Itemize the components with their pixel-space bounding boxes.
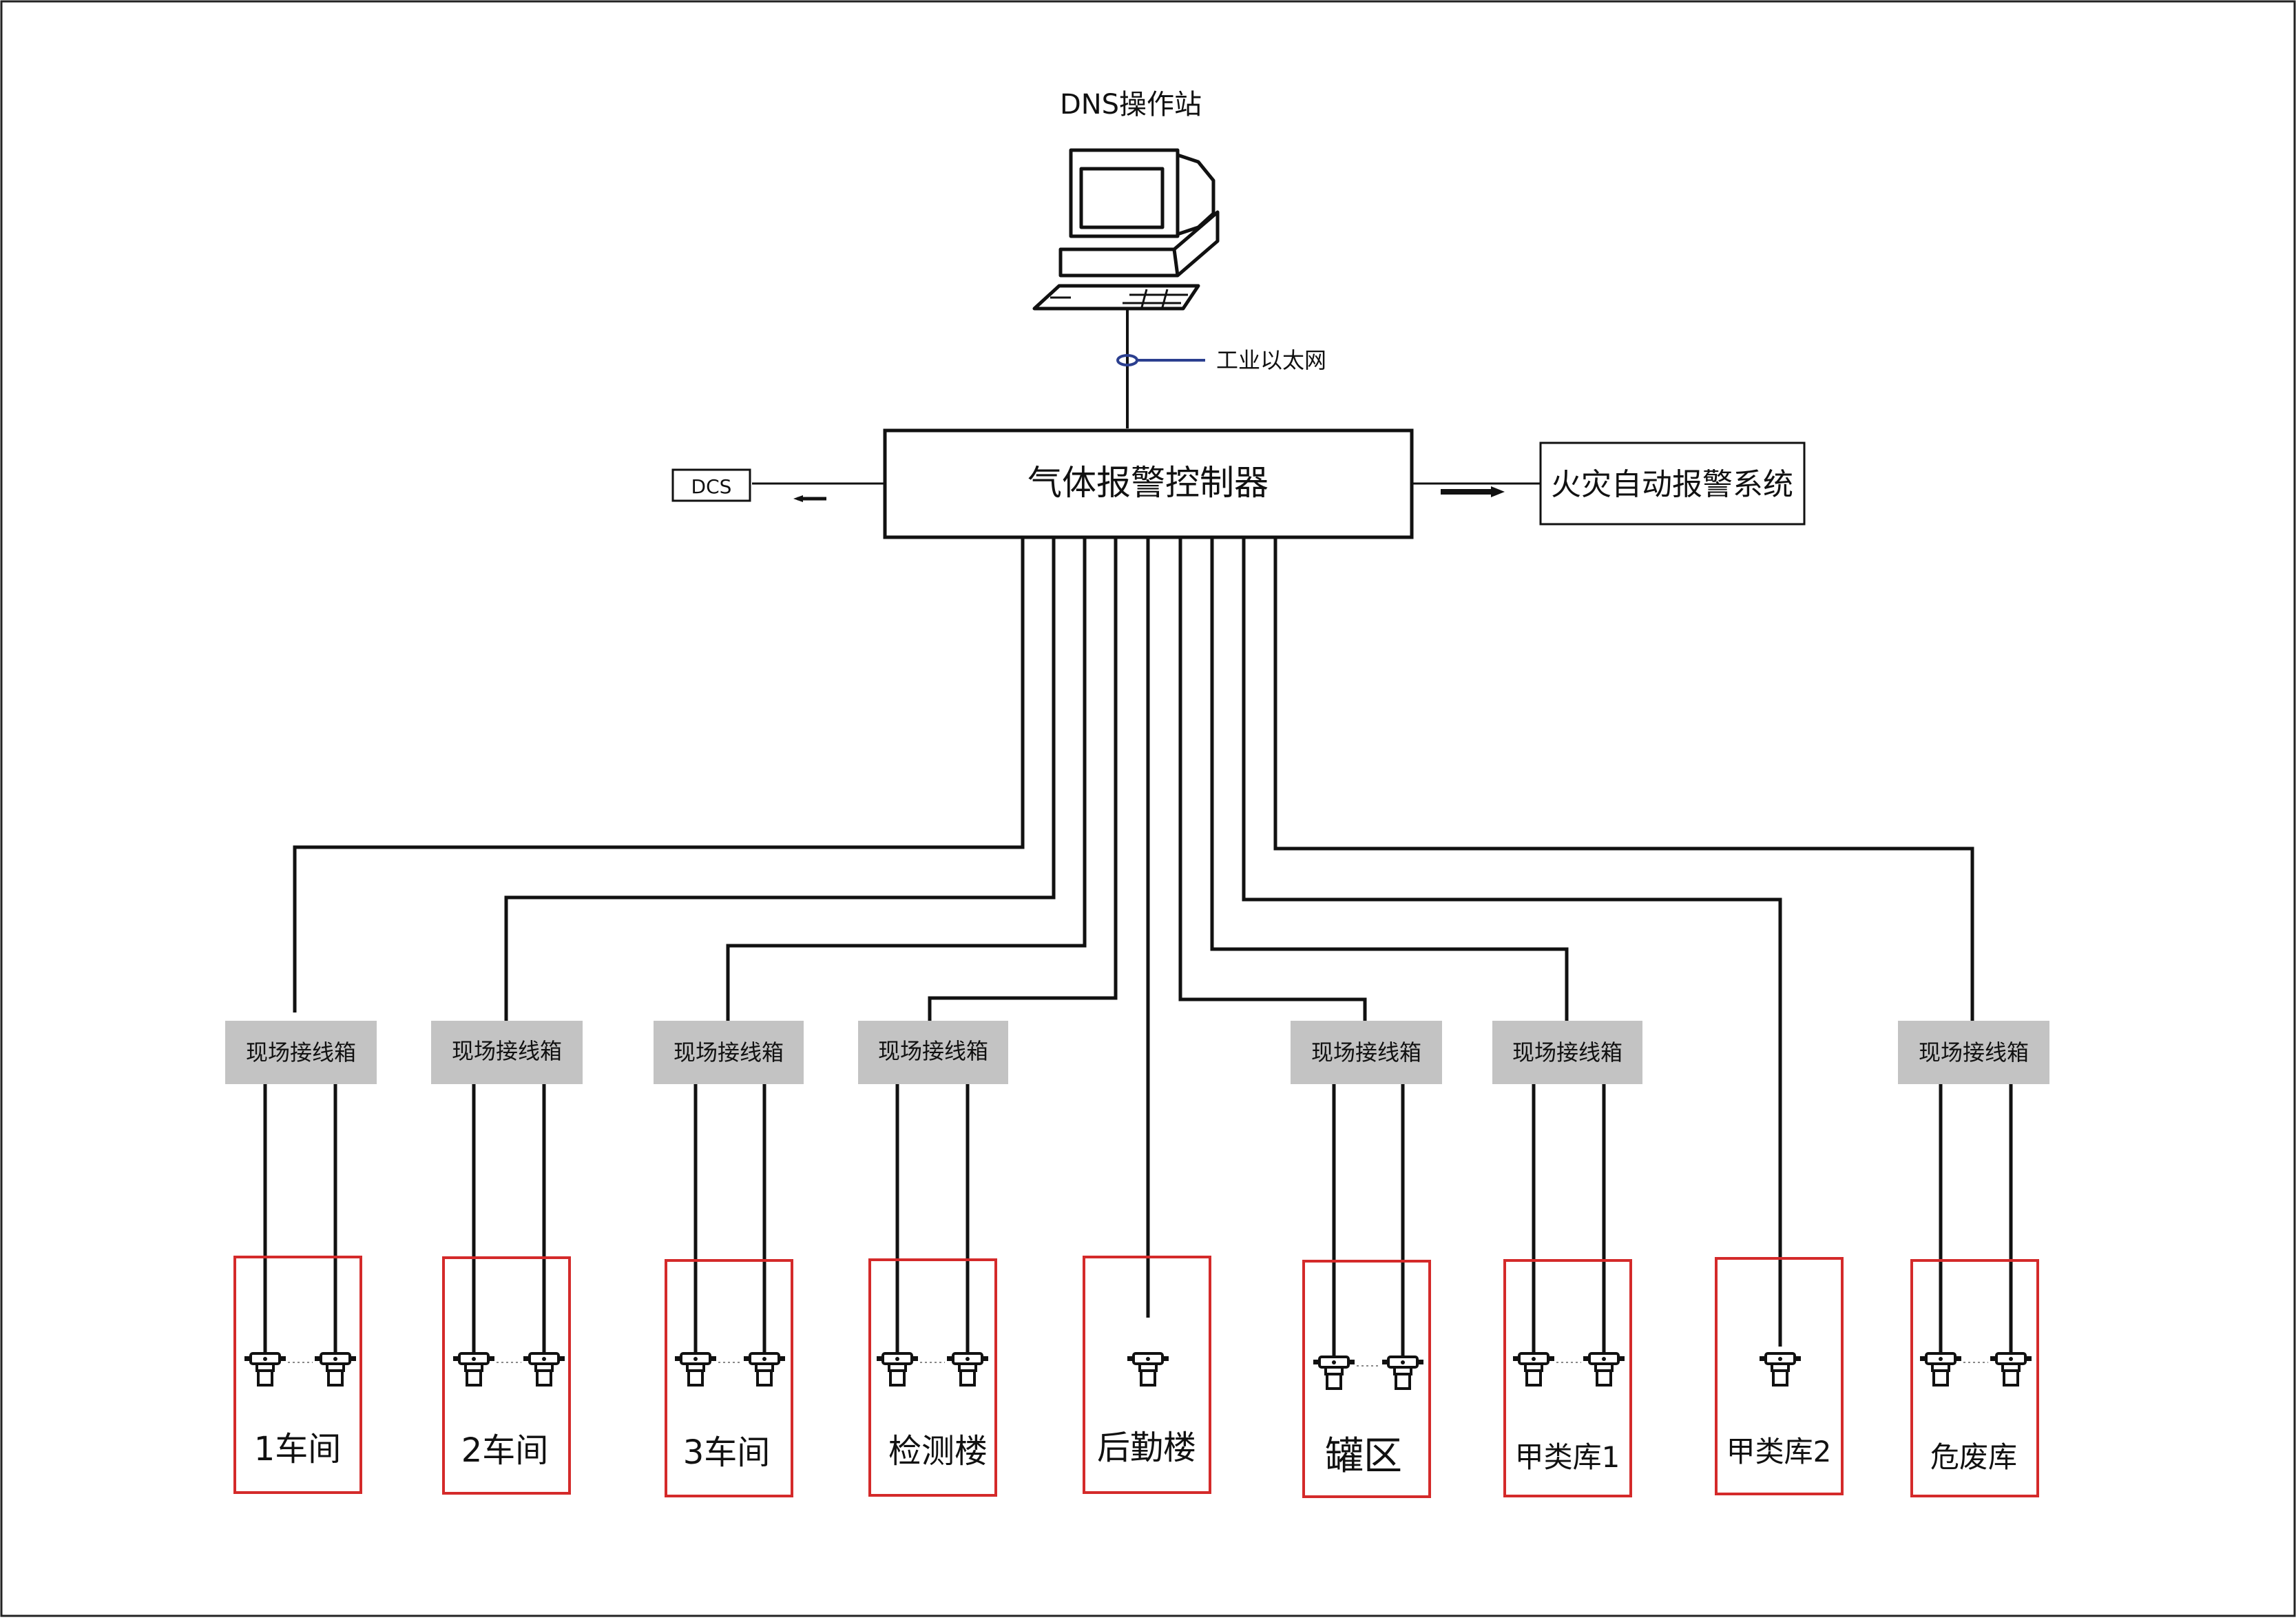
- trunk-line-6: [1178, 537, 1367, 1021]
- computer-workstation-icon: [1032, 148, 1220, 311]
- detector-group: [1758, 1352, 1802, 1387]
- area-box: [233, 1256, 362, 1494]
- dcs-arrowhead-icon: [793, 495, 803, 502]
- area-label: 甲类库1: [1515, 1440, 1620, 1474]
- detector-group: [243, 1352, 357, 1387]
- fire-system-label: 火灾自动报警系统: [1551, 467, 1793, 502]
- area-box: [665, 1259, 793, 1497]
- fire-system-box: [1539, 442, 1806, 526]
- svg-text:现场接线箱: 现场接线箱: [1919, 1039, 2029, 1066]
- gas-detector-icon: [1512, 1352, 1556, 1387]
- detector-group: [1126, 1352, 1170, 1387]
- junction-box: 现场接线箱: [431, 1021, 583, 1084]
- area-box: [1083, 1256, 1211, 1494]
- controller-box: [883, 428, 1414, 539]
- area-box: [1503, 1259, 1632, 1497]
- gas-detector-icon: [1989, 1352, 2033, 1387]
- svg-text:现场接线箱: 现场接线箱: [1512, 1039, 1622, 1066]
- trunk-lines: [293, 537, 1974, 1347]
- area-box: [1910, 1259, 2039, 1497]
- detector-group: [875, 1352, 990, 1387]
- area-label: 1车间: [254, 1430, 342, 1468]
- gas-detector-icon: [522, 1352, 566, 1387]
- controller-label: 气体报警控制器: [1027, 463, 1269, 503]
- gas-detector-icon: [1126, 1352, 1170, 1387]
- dcs-label: DCS: [691, 475, 732, 498]
- trunk-line-2: [504, 537, 1056, 1021]
- area-box: [1302, 1260, 1431, 1498]
- svg-text:现场接线箱: 现场接线箱: [246, 1039, 356, 1066]
- gas-detector-icon: [313, 1352, 357, 1387]
- detector-group: [674, 1352, 786, 1387]
- junction-box: 现场接线箱: [225, 1021, 377, 1084]
- fire-arrowhead-icon: [1491, 486, 1505, 497]
- drop-lines: [263, 1084, 2013, 1357]
- junction-box: 现场接线箱: [1898, 1021, 2049, 1084]
- detector-group: [452, 1352, 566, 1387]
- trunk-line-1: [293, 537, 1025, 1013]
- gas-detector-icon: [1758, 1352, 1802, 1387]
- area-box: [1715, 1257, 1844, 1495]
- area-box: [868, 1258, 997, 1497]
- area-boxes: [233, 1256, 2039, 1498]
- detector-group: [1312, 1356, 1425, 1390]
- area-label: 危废库: [1930, 1440, 2017, 1474]
- gas-detector-icon: [1919, 1352, 1963, 1387]
- gas-detector-icon: [946, 1352, 990, 1387]
- gas-detector-icon: [452, 1352, 496, 1387]
- trunk-line-9: [1273, 537, 1974, 1021]
- area-label: 3车间: [683, 1433, 771, 1472]
- junction-box: 现场接线箱: [1492, 1021, 1642, 1084]
- svg-text:现场接线箱: 现场接线箱: [1311, 1039, 1421, 1066]
- gas-detector-icon: [1582, 1352, 1626, 1387]
- svg-text:现场接线箱: 现场接线箱: [878, 1038, 988, 1064]
- svg-text:现场接线箱: 现场接线箱: [452, 1038, 562, 1064]
- gas-detector-icon: [243, 1352, 287, 1387]
- gas-detector-icon: [875, 1352, 919, 1387]
- area-box: [442, 1256, 571, 1495]
- trunk-line-4: [928, 537, 1118, 1021]
- gas-detector-icon: [1312, 1356, 1356, 1390]
- junction-box: 现场接线箱: [1291, 1021, 1442, 1084]
- area-label: 甲类库2: [1726, 1435, 1832, 1468]
- detector-group: [1512, 1352, 1626, 1387]
- area-label: 检测楼: [888, 1432, 988, 1471]
- network-label: 工业以太网: [1216, 347, 1326, 373]
- gas-detector-icon: [674, 1352, 718, 1387]
- area-label: 后勤楼: [1097, 1429, 1196, 1467]
- svg-text:现场接线箱: 现场接线箱: [674, 1039, 784, 1066]
- trunk-line-8: [1242, 537, 1782, 1347]
- detector-group: [1919, 1352, 2033, 1387]
- junction-box: 现场接线箱: [858, 1021, 1008, 1084]
- station-label: DNS操作站: [1060, 89, 1202, 121]
- gas-detector-icon: [1381, 1356, 1425, 1390]
- junction-box: 现场接线箱: [654, 1021, 804, 1084]
- area-label: 罐区: [1325, 1434, 1402, 1479]
- area-label: 2车间: [461, 1431, 549, 1470]
- dcs-box: [671, 468, 751, 502]
- gas-detector-icon: [742, 1352, 786, 1387]
- trunk-line-3: [726, 537, 1087, 1021]
- trunk-line-7: [1210, 537, 1569, 1021]
